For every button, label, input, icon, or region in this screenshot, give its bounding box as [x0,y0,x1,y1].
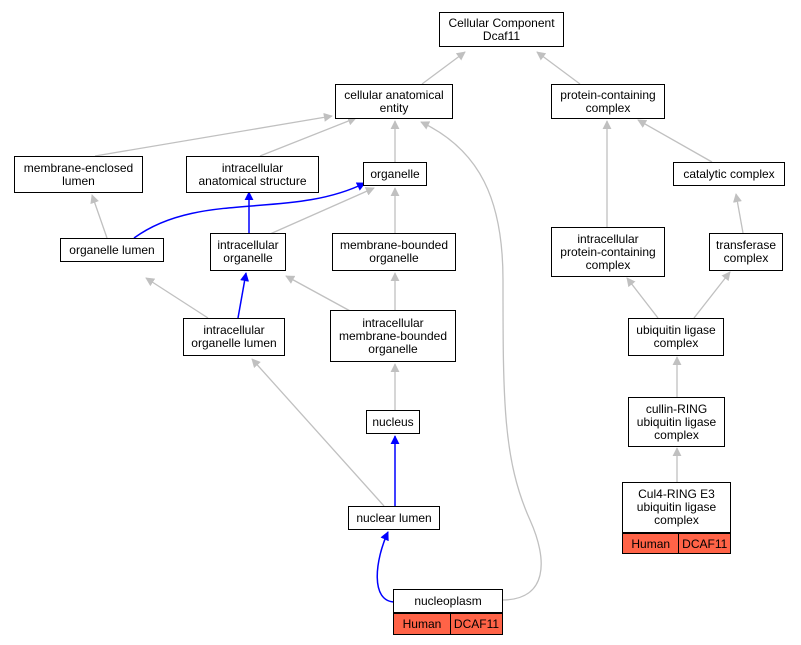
node-intracellular-organelle[interactable]: intracellular organelle [210,233,286,271]
edge-catalytic-pcc [637,119,713,163]
edge-pcc-root [536,51,581,85]
node-protein-containing-complex[interactable]: protein-containing complex [551,84,665,119]
species-badge: Human [394,614,450,634]
edge-iol-iorg [237,272,250,319]
node-nuclear-lumen[interactable]: nuclear lumen [348,506,440,530]
node-intracellular-protein-containing-complex[interactable]: intracellular protein-containing complex [551,227,665,277]
edge-nucleoplasm-nlumen [376,531,396,603]
edge-olumen-mel [90,194,108,239]
node-organelle[interactable]: organelle [363,162,427,186]
node-cullin-ring-ubiquitin-ligase-complex[interactable]: cullin-RING ubiquitin ligase complex [628,397,725,447]
node-membrane-bounded-organelle[interactable]: membrane-bounded organelle [332,233,456,271]
edge-iorg-organelle [269,187,375,235]
edge-olumen-organelle [133,182,366,239]
node-nucleoplasm[interactable]: nucleoplasm [393,589,503,613]
species-badge: Human [623,534,679,553]
node-intracellular-organelle-lumen[interactable]: intracellular organelle lumen [183,318,285,356]
node-nucleus[interactable]: nucleus [366,410,420,434]
node-intracellular-membrane-bounded-organelle[interactable]: intracellular membrane-bounded organelle [330,310,456,362]
edge-imbo-iorg [285,275,353,313]
edge-ias-cae [259,116,357,157]
edge-transferase-catalytic [733,193,744,234]
edge-nucleoplasm-cae [420,121,542,601]
annotation-row-nucleoplasm: Human DCAF11 [393,613,503,635]
node-organelle-lumen[interactable]: organelle lumen [60,238,164,262]
node-transferase-complex[interactable]: transferase complex [709,233,783,271]
node-catalytic-complex[interactable]: catalytic complex [673,162,785,186]
edge-iol-olumen [145,277,209,319]
node-cellular-component-root[interactable]: Cellular Component Dcaf11 [439,12,564,47]
edges [90,51,744,603]
gene-badge[interactable]: DCAF11 [678,534,730,553]
node-membrane-enclosed-lumen[interactable]: membrane-enclosed lumen [14,156,143,193]
node-cul4-ring-e3-ubiquitin-ligase-complex[interactable]: Cul4-RING E3 ubiquitin ligase complex [622,482,731,533]
edge-mel-cae [94,112,333,157]
edge-nlumen-iol [251,358,385,507]
annotation-row-cul4: Human DCAF11 [622,533,731,554]
edge-cae-root [421,51,466,85]
gene-badge[interactable]: DCAF11 [449,614,502,634]
edge-ulc-transferase [693,271,731,319]
node-cellular-anatomical-entity[interactable]: cellular anatomical entity [335,84,453,119]
node-intracellular-anatomical-structure[interactable]: intracellular anatomical structure [186,156,319,193]
node-ubiquitin-ligase-complex[interactable]: ubiquitin ligase complex [628,318,724,356]
edge-ulc-ipcc [626,277,659,319]
